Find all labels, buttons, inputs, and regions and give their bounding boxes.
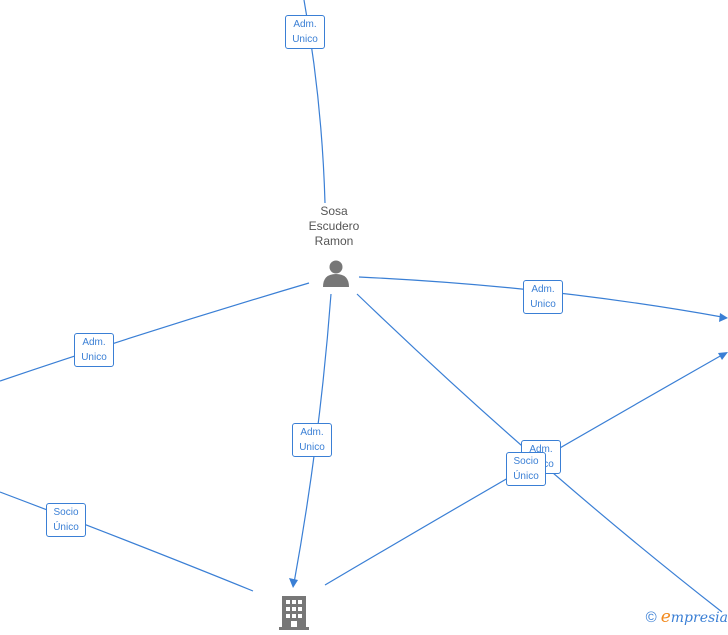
brand-logo[interactable]: empresia [661,607,728,627]
brand-rest: mpresia [670,610,728,626]
badge-line-1: Socio [53,507,79,518]
badge-line-2: Unico [292,34,318,45]
person-name: Sosa Escudero Ramon [284,204,384,249]
edge-label-socio-unico-right[interactable]: Socio Único [506,452,546,486]
brand-initial: e [660,607,671,627]
badge-line-1: Adm. [293,19,317,30]
person-icon[interactable] [321,258,351,288]
badge-line-1: Adm. [82,337,106,348]
edge-left-to-company [0,491,254,592]
edge-label-adm-unico-left[interactable]: Adm. Unico [74,333,114,367]
edge-label-adm-unico-center[interactable]: Adm. Unico [292,423,332,457]
badge-line-1: Adm. [531,284,555,295]
badge-line-2: Unico [299,442,325,453]
badge-line-2: Único [513,471,539,482]
badge-line-1: Adm. [529,444,553,455]
arrowhead-right-upper [719,313,728,322]
badge-line-2: Único [53,522,79,533]
badge-line-1: Adm. [300,427,324,438]
person-name-line-1: Sosa [320,204,348,218]
copyright-symbol: © [645,608,657,626]
arrowhead-right-lower [718,352,728,360]
edge-label-adm-unico-right-upper[interactable]: Adm. Unico [523,280,563,314]
building-icon[interactable] [277,596,311,630]
person-name-line-3: Ramon [314,234,354,248]
badge-line-1: Socio [513,456,539,467]
edge-label-socio-unico-left[interactable]: Socio Único [46,503,86,537]
edge-label-adm-unico-top[interactable]: Adm. Unico [285,15,325,49]
badge-line-2: Unico [81,352,107,363]
badge-line-2: Unico [530,299,556,310]
edge-person-to-left [0,282,310,382]
arrowhead-company [289,578,298,588]
footer-watermark: © empresia [646,606,728,628]
person-name-line-2: Escudero [308,219,360,233]
